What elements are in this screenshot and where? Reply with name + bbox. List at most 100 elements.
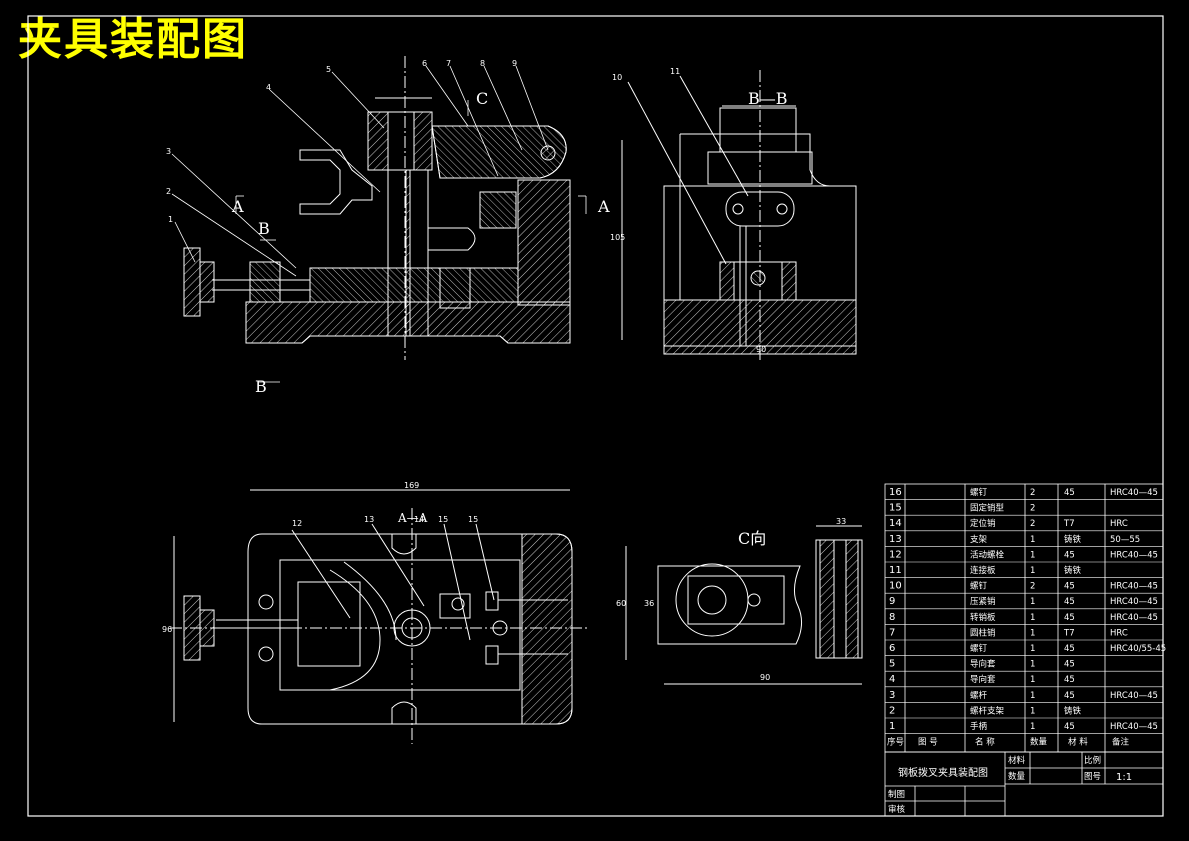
bom-cell-note: HRC40—45 [1110, 722, 1158, 732]
dim-c-width: 90 [760, 673, 770, 682]
bom-cell-qty: 1 [1030, 722, 1035, 732]
bom-cell-name: 定位销 [970, 518, 996, 529]
bom-cell-note: HRC40—45 [1110, 550, 1158, 560]
bom-cell-material: 45 [1064, 613, 1075, 623]
bom-cell-material: 45 [1064, 660, 1075, 670]
bom-cell-note: 50—55 [1110, 535, 1140, 545]
callout-14: 14 [414, 515, 424, 524]
callout-4: 4 [266, 83, 271, 92]
bom-cell-note: HRC [1110, 628, 1128, 638]
bom-cell-no: 4 [889, 674, 895, 685]
bom-cell-note: HRC [1110, 519, 1128, 529]
bom-cell-qty: 1 [1030, 675, 1035, 685]
bom-cell-name: 螺杆 [970, 690, 988, 701]
bom-cell-qty: 2 [1030, 504, 1035, 514]
dim-side-width: 90 [756, 345, 766, 354]
checked-by-label: 审核 [888, 804, 906, 815]
drawing-name: 钢板拨叉夹具装配图 [898, 766, 988, 779]
bom-header-cell: 图 号 [918, 738, 938, 748]
callout-8: 8 [480, 59, 485, 68]
scale-label: 比例 [1084, 755, 1101, 766]
bom-cell-name: 螺钉 [970, 581, 988, 592]
bom-cell-name: 连接板 [970, 565, 996, 576]
top-view [170, 489, 590, 744]
section-b-top-label: B [258, 219, 270, 238]
callout-9: 9 [512, 59, 517, 68]
bom-cell-no: 10 [889, 581, 902, 592]
bom-cell-note: HRC40—45 [1110, 691, 1158, 701]
drawn-by-label: 制图 [888, 789, 905, 800]
bom-cell-qty: 1 [1030, 550, 1035, 560]
dim-c-inner: 36 [644, 599, 654, 608]
section-b-bottom-label: B [255, 377, 267, 396]
bom-cell-no: 5 [889, 659, 895, 670]
qty-label: 数量 [1008, 771, 1026, 782]
callout-5: 5 [326, 65, 331, 74]
c-view [625, 525, 863, 685]
bom-cell-no: 13 [889, 534, 902, 545]
callout-7: 7 [446, 59, 451, 68]
bom-cell-qty: 1 [1030, 535, 1035, 545]
bom-cell-name: 圆柱销 [970, 627, 996, 638]
bom-cell-no: 16 [889, 487, 902, 498]
bom-cell-name: 固定销型 [970, 503, 1005, 514]
bom-header-cell: 材 料 [1068, 737, 1088, 748]
bom-cell-name: 螺杆支架 [970, 705, 1005, 716]
front-view [183, 56, 571, 360]
bom-cell-note: HRC40/55-45 [1110, 644, 1166, 654]
bom-cell-no: 9 [889, 596, 895, 607]
callout-13: 13 [364, 515, 374, 524]
bom-cell-material: 45 [1064, 582, 1075, 592]
bom-cell-qty: 1 [1030, 566, 1035, 576]
bom-header-cell: 名 称 [975, 737, 995, 748]
bom-cell-note: HRC40—45 [1110, 582, 1158, 592]
bom-cell-material: 铸铁 [1064, 705, 1082, 716]
bom-header-cell: 备注 [1112, 737, 1130, 748]
bom-cell-name: 导向套 [970, 674, 996, 685]
front-view-labels: A A B B C 1 2 3 4 5 6 7 8 9 [166, 59, 610, 396]
bom-cell-material: T7 [1063, 628, 1075, 638]
bom-cell-qty: 1 [1030, 597, 1035, 607]
bom-cell-material: 45 [1064, 550, 1075, 560]
side-view [621, 70, 857, 360]
sheet-border [27, 15, 1164, 817]
bom-cell-material: 45 [1064, 488, 1075, 498]
c-view-labels: C向 90 60 33 36 [616, 517, 846, 682]
bom-cell-name: 支架 [970, 534, 988, 545]
bom-cell-name: 手柄 [970, 721, 988, 732]
bom-cell-qty: 1 [1030, 644, 1035, 654]
bom-header-cell: 数量 [1030, 737, 1048, 748]
callout-6: 6 [422, 59, 427, 68]
callout-15: 15 [438, 515, 448, 524]
bom-cell-no: 6 [889, 643, 895, 654]
callout-15b: 15 [468, 515, 478, 524]
bom-cell-qty: 1 [1030, 691, 1035, 701]
callout-1: 1 [168, 215, 173, 224]
bom-cell-no: 3 [889, 690, 895, 701]
bom-cell-material: 铸铁 [1064, 534, 1082, 545]
bom-cell-name: 螺钉 [970, 643, 988, 654]
top-view-labels: A—A 169 96 12 13 14 15 15 [162, 481, 478, 634]
callout-2: 2 [166, 187, 171, 196]
top-view-title: A—A [397, 511, 428, 525]
bom-cell-no: 12 [889, 549, 902, 560]
callout-10: 10 [612, 73, 622, 82]
title-block-text: 钢板拨叉夹具装配图 材料 比例 数量 图号 1:1 制图 审核 [888, 755, 1132, 815]
callout-3: 3 [166, 147, 171, 156]
bom-cell-no: 7 [889, 627, 895, 638]
bom-cell-name: 压紧销 [970, 596, 996, 607]
bom-cell-qty: 2 [1030, 582, 1035, 592]
scale-value: 1:1 [1116, 772, 1132, 783]
bom-cell-no: 2 [889, 705, 895, 716]
bom-header-cell: 序号 [887, 737, 904, 748]
front-view-leaders [171, 65, 587, 383]
material-label: 材料 [1008, 755, 1026, 766]
bom-cell-qty: 1 [1030, 660, 1035, 670]
bom-cell-no: 1 [889, 721, 895, 732]
dim-top-height: 96 [162, 625, 172, 634]
bom-cell-no: 11 [889, 565, 902, 576]
bom-cell-name: 转销板 [970, 612, 996, 623]
bom-cell-qty: 2 [1030, 519, 1035, 529]
c-view-title: C向 [738, 529, 766, 548]
